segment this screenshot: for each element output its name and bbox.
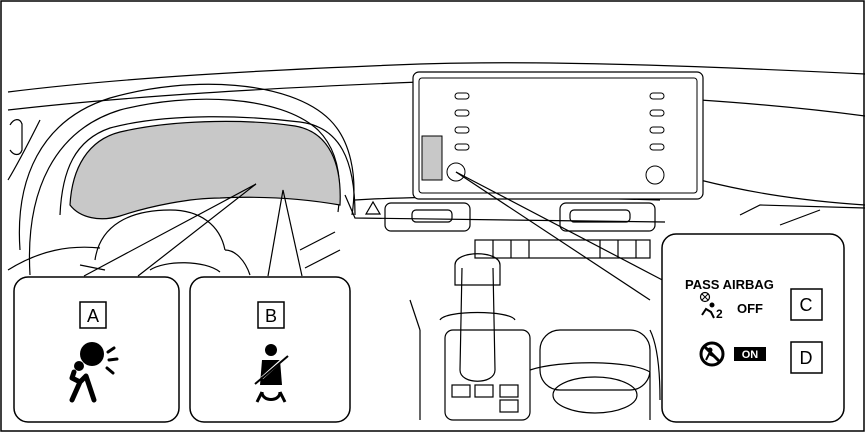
- passenger-airbag-title: PASS AIRBAG: [685, 277, 774, 292]
- svg-text:2: 2: [716, 307, 723, 321]
- callout-b-letter: B: [265, 306, 277, 326]
- center-touchscreen: [413, 72, 703, 199]
- callout-a: A: [14, 277, 179, 422]
- callout-b: B: [190, 277, 350, 422]
- callout-cd: PASS AIRBAG 2 OFF C ON D: [662, 234, 844, 422]
- airbag-off-status: OFF: [737, 301, 763, 316]
- callout-c-letter: C: [800, 295, 813, 315]
- callout-d-letter: D: [800, 348, 813, 368]
- callout-a-letter: A: [87, 306, 99, 326]
- airbag-on-status: ON: [742, 349, 759, 361]
